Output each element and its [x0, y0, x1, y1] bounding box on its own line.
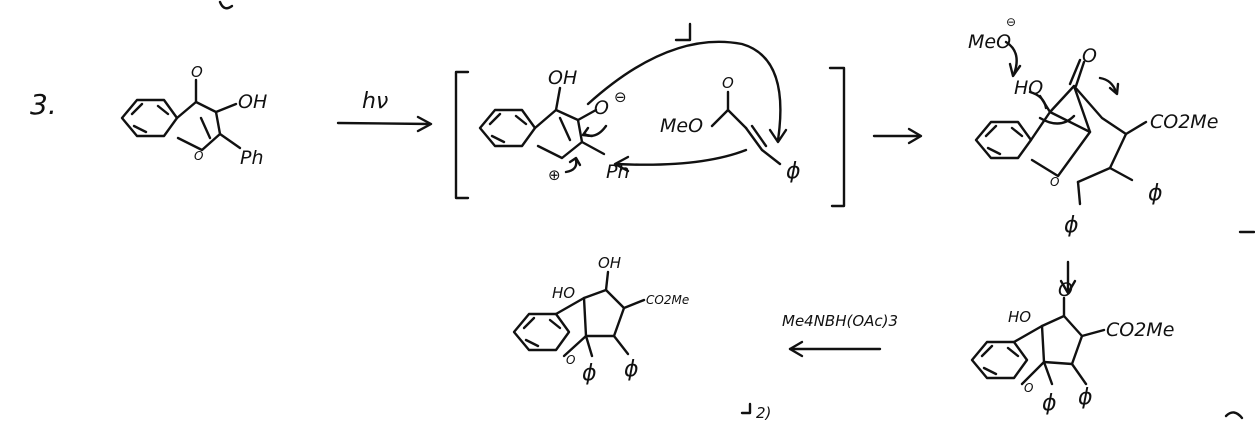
adduct-ring-oxygen-label: O: [1050, 175, 1059, 189]
adduct-ketone-oxygen-label: O: [1082, 45, 1097, 67]
cycloaddition-arrow: [872, 127, 923, 145]
step-number: 3.: [30, 88, 57, 121]
cyclopenta-benzofuran-ketol: HO O CO2Me ϕ ϕ O: [970, 279, 1174, 416]
ketol-ketone-oxygen-label: O: [1058, 279, 1073, 301]
intermediate-phenyl-label: Ph: [606, 161, 630, 183]
diol-product: OH HO CO2Me ϕ ϕ O: [512, 254, 689, 386]
ketol-ester-label: CO2Me: [1106, 319, 1174, 341]
methoxide-charge-label: ⊖: [1006, 15, 1016, 29]
start-hydroxyl-label: OH: [238, 91, 267, 113]
adduct-phenyl-right-label: ϕ: [1148, 181, 1163, 206]
adduct-ester-label: CO2Me: [1150, 111, 1218, 133]
stray-mark-tick: [674, 22, 692, 42]
oxidopyrylium-intermediate: OH O ⊖ Ph ⊕: [478, 40, 788, 184]
intermediate-hydroxyl-label: OH: [548, 67, 577, 89]
product-hydroxyl-left-label: HO: [552, 284, 575, 302]
intermediate-oxide-label: O: [594, 97, 609, 119]
product-phenyl-b-label: ϕ: [624, 357, 639, 382]
ketol-phenyl-a-label: ϕ: [1042, 391, 1057, 416]
product-ester-label: CO2Me: [646, 293, 689, 307]
ester-oxygen-label: O: [722, 74, 734, 92]
ketol-ring-oxygen-label: O: [1024, 381, 1033, 395]
stray-mark-bottom: [1224, 411, 1244, 420]
right-bracket: [828, 66, 846, 208]
alpha-ketol-rearrangement-arrow: [1059, 260, 1077, 295]
bridged-cycloadduct: MeO ⊖ HO O CO2Me ϕ ϕ O: [968, 15, 1218, 238]
product-phenyl-a-label: ϕ: [582, 361, 597, 386]
stray-mark-top: [218, 0, 234, 10]
photo-condition-label: hν: [362, 89, 388, 114]
photo-arrow: hν: [336, 89, 433, 133]
methoxide-label: MeO: [968, 31, 1011, 53]
ketol-phenyl-b-label: ϕ: [1078, 385, 1093, 410]
margin-note: 2): [756, 404, 771, 422]
start-material: O OH Ph O: [120, 63, 267, 169]
product-hydroxyl-top-label: OH: [598, 254, 621, 272]
start-oxo-label: O: [191, 63, 203, 81]
cinnamate-phenyl-label: ϕ: [786, 159, 801, 184]
ester-methoxy-label: MeO: [660, 115, 703, 137]
adduct-phenyl-bottom-label: ϕ: [1064, 213, 1079, 238]
reducing-agent-label: Me4NBH(OAc)3: [782, 312, 898, 330]
cation-charge-label: ⊕: [548, 166, 561, 184]
ketol-hydroxyl-label: HO: [1008, 308, 1031, 326]
oxide-charge-label: ⊖: [614, 88, 627, 106]
start-phenyl-label: Ph: [240, 147, 264, 169]
product-ring-oxygen-label: O: [566, 353, 575, 367]
margin-note-tick: [740, 402, 752, 415]
reduction-arrow: Me4NBH(OAc)3: [782, 312, 898, 358]
methyl-cinnamate: MeO O ϕ: [660, 74, 801, 184]
left-bracket: [454, 70, 470, 200]
start-ring-oxygen-label: O: [194, 149, 203, 163]
